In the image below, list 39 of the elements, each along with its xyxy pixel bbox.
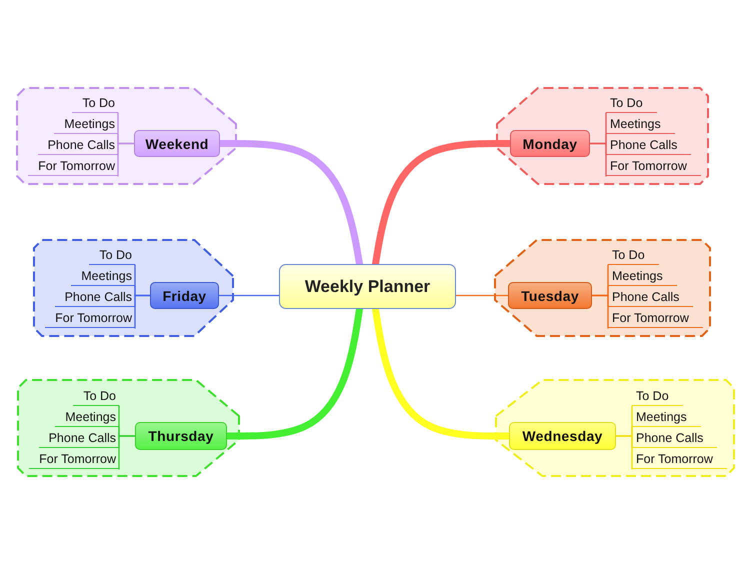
subtopic-label: Phone Calls <box>38 135 118 155</box>
subtopic-label: For Tomorrow <box>632 449 727 469</box>
subtopic-label: Meetings <box>606 114 675 134</box>
subtopic-label: Meetings <box>632 407 701 427</box>
branch-topic: Monday <box>510 130 590 157</box>
central-topic: Weekly Planner <box>279 264 456 309</box>
branch-topic: Wednesday <box>509 422 616 450</box>
subtopic-label: Meetings <box>608 266 677 286</box>
subtopic-label: Phone Calls <box>608 287 694 307</box>
subtopic-label: For Tomorrow <box>28 156 118 176</box>
subtopic-label: To Do <box>89 245 135 265</box>
branch-topic: Friday <box>150 282 219 309</box>
subtopic-label: Phone Calls <box>606 135 692 155</box>
subtopic-label: For Tomorrow <box>608 308 703 328</box>
connector-line <box>615 435 633 470</box>
connector-line <box>218 294 280 296</box>
branch-topic: Weekend <box>134 130 220 157</box>
subtopic-label: For Tomorrow <box>29 449 119 469</box>
subtopic-label: To Do <box>606 93 657 113</box>
branch-topic: Tuesday <box>508 282 592 309</box>
subtopic-label: Phone Calls <box>632 428 718 448</box>
connector-line <box>589 142 607 177</box>
subtopic-label: For Tomorrow <box>606 156 701 176</box>
subtopic-label: For Tomorrow <box>45 308 135 328</box>
subtopic-label: To Do <box>72 93 118 113</box>
branch-topic: Thursday <box>135 422 227 450</box>
subtopic-label: Meetings <box>55 407 119 427</box>
subtopic-label: Meetings <box>54 114 118 134</box>
connector-line <box>455 294 509 296</box>
subtopic-label: Phone Calls <box>54 287 135 307</box>
subtopic-label: Phone Calls <box>38 428 119 448</box>
subtopic-label: Meetings <box>71 266 135 286</box>
connector-line <box>591 294 609 329</box>
subtopic-label: To Do <box>73 386 119 406</box>
subtopic-label: To Do <box>632 386 683 406</box>
connector-line <box>118 435 136 470</box>
subtopic-label: To Do <box>608 245 659 265</box>
connector-line <box>134 294 151 329</box>
connector-line <box>117 142 135 177</box>
